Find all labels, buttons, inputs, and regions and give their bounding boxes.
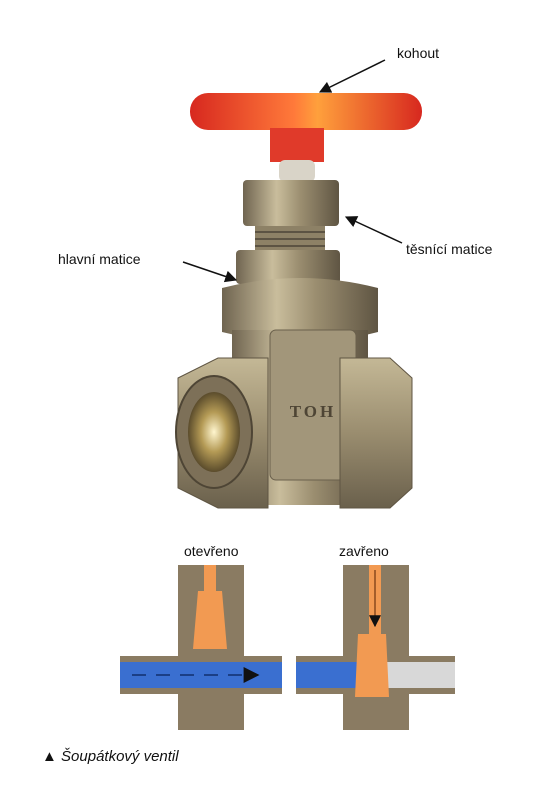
caption-triangle-icon: ▲ [42,748,57,765]
valve-illustration: TOH [175,93,422,509]
figure-caption: ▲ Šoupátkový ventil [42,748,179,765]
gate-open [193,591,227,649]
pointer-arrows [182,59,403,283]
pipe-after-gate [383,662,455,688]
gland-nut [243,180,339,250]
arrow-gland-nut [344,216,403,244]
label-open: otevřeno [184,543,239,559]
caption-text: Šoupátkový ventil [61,748,179,765]
label-gland-nut: těsnící matice [406,241,493,257]
label-handle: kohout [397,45,440,61]
label-closed: zavřeno [339,543,389,559]
body-marking: TOH [290,402,336,421]
section-closed [296,565,455,730]
flow-pipe-before-gate [296,662,358,688]
label-main-nut: hlavní matice [58,251,141,267]
section-open [120,565,282,730]
main-nut [222,250,378,342]
arrow-handle [318,59,386,93]
valve-body: TOH [175,329,413,509]
arrow-main-nut [182,261,238,283]
stem-open [204,565,216,591]
stem [279,160,315,182]
gate-closed [355,634,389,697]
handwheel [190,93,422,162]
